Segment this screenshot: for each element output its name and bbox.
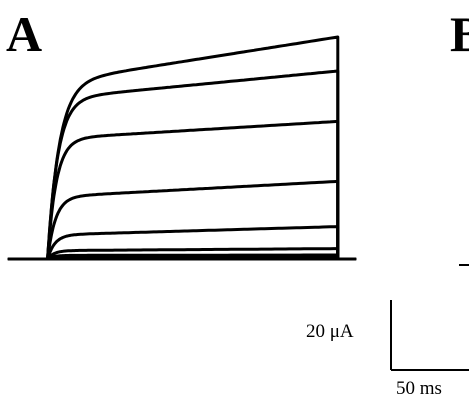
current-traces — [7, 35, 357, 261]
current-trace-3 — [7, 247, 357, 261]
scale-bar: 20 μA 50 ms — [306, 300, 469, 399]
current-trace-1 — [7, 255, 357, 261]
current-trace-4 — [7, 225, 357, 261]
panel-label-b: B — [450, 6, 469, 62]
current-trace-5 — [7, 179, 357, 261]
scale-bar-current-label: 20 μA — [306, 321, 354, 342]
current-trace-8 — [7, 35, 357, 261]
scale-bar-time-label: 50 ms — [396, 378, 442, 399]
current-trace-2 — [7, 253, 357, 261]
panel-label-a: A — [6, 6, 42, 62]
current-trace-6 — [7, 119, 357, 261]
